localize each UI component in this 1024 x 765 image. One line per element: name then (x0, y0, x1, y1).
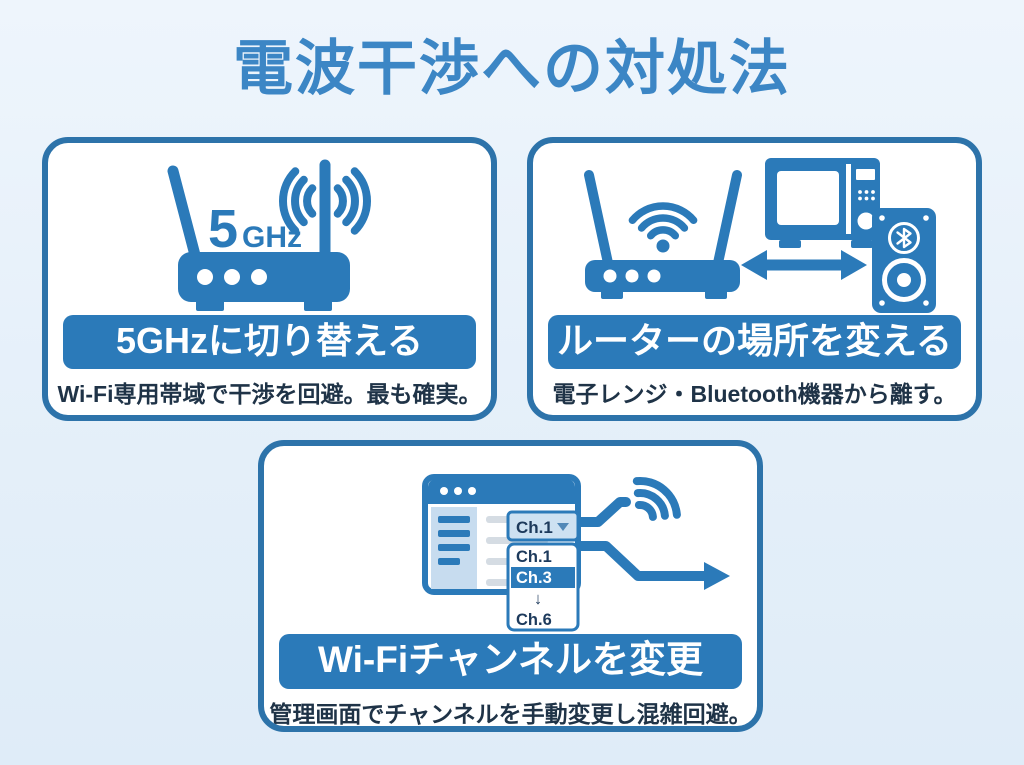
freq-number-label: 5 (208, 199, 238, 259)
page-title: 電波干渉への対処法 (233, 35, 791, 102)
router-icon (584, 170, 742, 299)
wifi-signal-icon (632, 476, 681, 521)
dropdown-option: Ch.1 (516, 548, 552, 566)
card-heading-banner: ルーターの場所を変える (548, 315, 961, 370)
double-arrow-icon (741, 250, 867, 280)
microwave-icon (765, 158, 880, 248)
dropdown-option-selected: Ch.3 (516, 569, 552, 587)
down-arrow-glyph: ↓ (534, 590, 542, 608)
wifi-signal-icon (279, 167, 371, 235)
dropdown-option: Ch.6 (516, 611, 552, 629)
branch-arrow-icon (571, 497, 730, 590)
card-switch-to-5ghz: 5 GHz 5GHzに切り替える Wi-Fi専用帯域で干渉を回避。最も確実。 (42, 137, 497, 421)
router-5ghz-illustration: 5 GHz (48, 143, 491, 315)
channel-dropdown: Ch.1 Ch.1 Ch.3 ↓ Ch.6 (506, 510, 580, 632)
router-microwave-speaker-icon (584, 158, 936, 313)
bluetooth-icon (896, 227, 912, 249)
admin-screen-illustration: Ch.1 Ch.1 Ch.3 ↓ Ch.6 (264, 446, 757, 634)
router-5ghz-icon: 5 GHz (167, 159, 371, 311)
sidebar-menu-lines (438, 516, 470, 565)
card-caption: 電子レンジ・Bluetooth機器から離す。 (552, 381, 957, 408)
wifi-signal-icon (628, 202, 698, 253)
channel-dropdown-icon: Ch.1 Ch.1 Ch.3 ↓ Ch.6 (422, 474, 730, 632)
card-caption: Wi-Fi専用帯域で干渉を回避。最も確実。 (57, 381, 482, 408)
card-change-wifi-channel: Ch.1 Ch.1 Ch.3 ↓ Ch.6 Wi-Fiチャンネルを変更 管理画面… (258, 440, 763, 732)
dropdown-selected-value: Ch.1 (516, 518, 553, 537)
chevron-down-icon (557, 523, 569, 531)
card-move-router-location: ルーターの場所を変える 電子レンジ・Bluetooth機器から離す。 (527, 137, 982, 421)
freq-unit-label: GHz (242, 221, 302, 254)
card-heading-banner: Wi-Fiチャンネルを変更 (279, 634, 742, 690)
bluetooth-speaker-icon (872, 208, 936, 313)
router-icon (167, 159, 350, 311)
dropdown-option-highlight (511, 567, 575, 588)
router-distance-illustration (533, 143, 976, 315)
card-heading-banner: 5GHzに切り替える (63, 315, 476, 370)
card-caption: 管理画面でチャンネルを手動変更し混雑回避。 (269, 701, 752, 728)
